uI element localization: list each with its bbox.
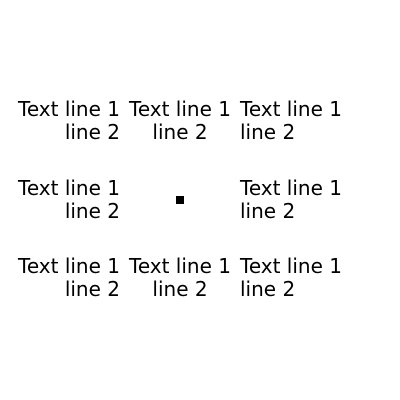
text-line-2: line 2: [240, 199, 296, 223]
text-block-middle-right: Text line 1 line 2: [240, 177, 380, 223]
text-line-1: Text line 1: [240, 254, 342, 278]
text-block-top-right: Text line 1 line 2: [240, 98, 380, 144]
text-line-2: line 2: [152, 277, 208, 301]
text-line-2: line 2: [64, 120, 120, 144]
text-line-1: Text line 1: [240, 97, 342, 121]
center-marker: [176, 196, 184, 204]
text-block-bottom-left: Text line 1 line 2: [14, 255, 120, 301]
text-block-middle-left: Text line 1 line 2: [14, 177, 120, 223]
text-line-1: Text line 1: [18, 176, 120, 200]
text-line-1: Text line 1: [240, 176, 342, 200]
text-block-bottom-right: Text line 1 line 2: [240, 255, 380, 301]
text-block-bottom-center: Text line 1 line 2: [124, 255, 236, 301]
text-line-1: Text line 1: [129, 97, 231, 121]
text-block-top-center: Text line 1 line 2: [124, 98, 236, 144]
text-line-1: Text line 1: [18, 97, 120, 121]
text-line-2: line 2: [152, 120, 208, 144]
text-line-2: line 2: [64, 199, 120, 223]
text-line-2: line 2: [64, 277, 120, 301]
text-line-1: Text line 1: [129, 254, 231, 278]
text-line-2: line 2: [240, 277, 296, 301]
text-line-1: Text line 1: [18, 254, 120, 278]
text-line-2: line 2: [240, 120, 296, 144]
text-block-top-left: Text line 1 line 2: [14, 98, 120, 144]
